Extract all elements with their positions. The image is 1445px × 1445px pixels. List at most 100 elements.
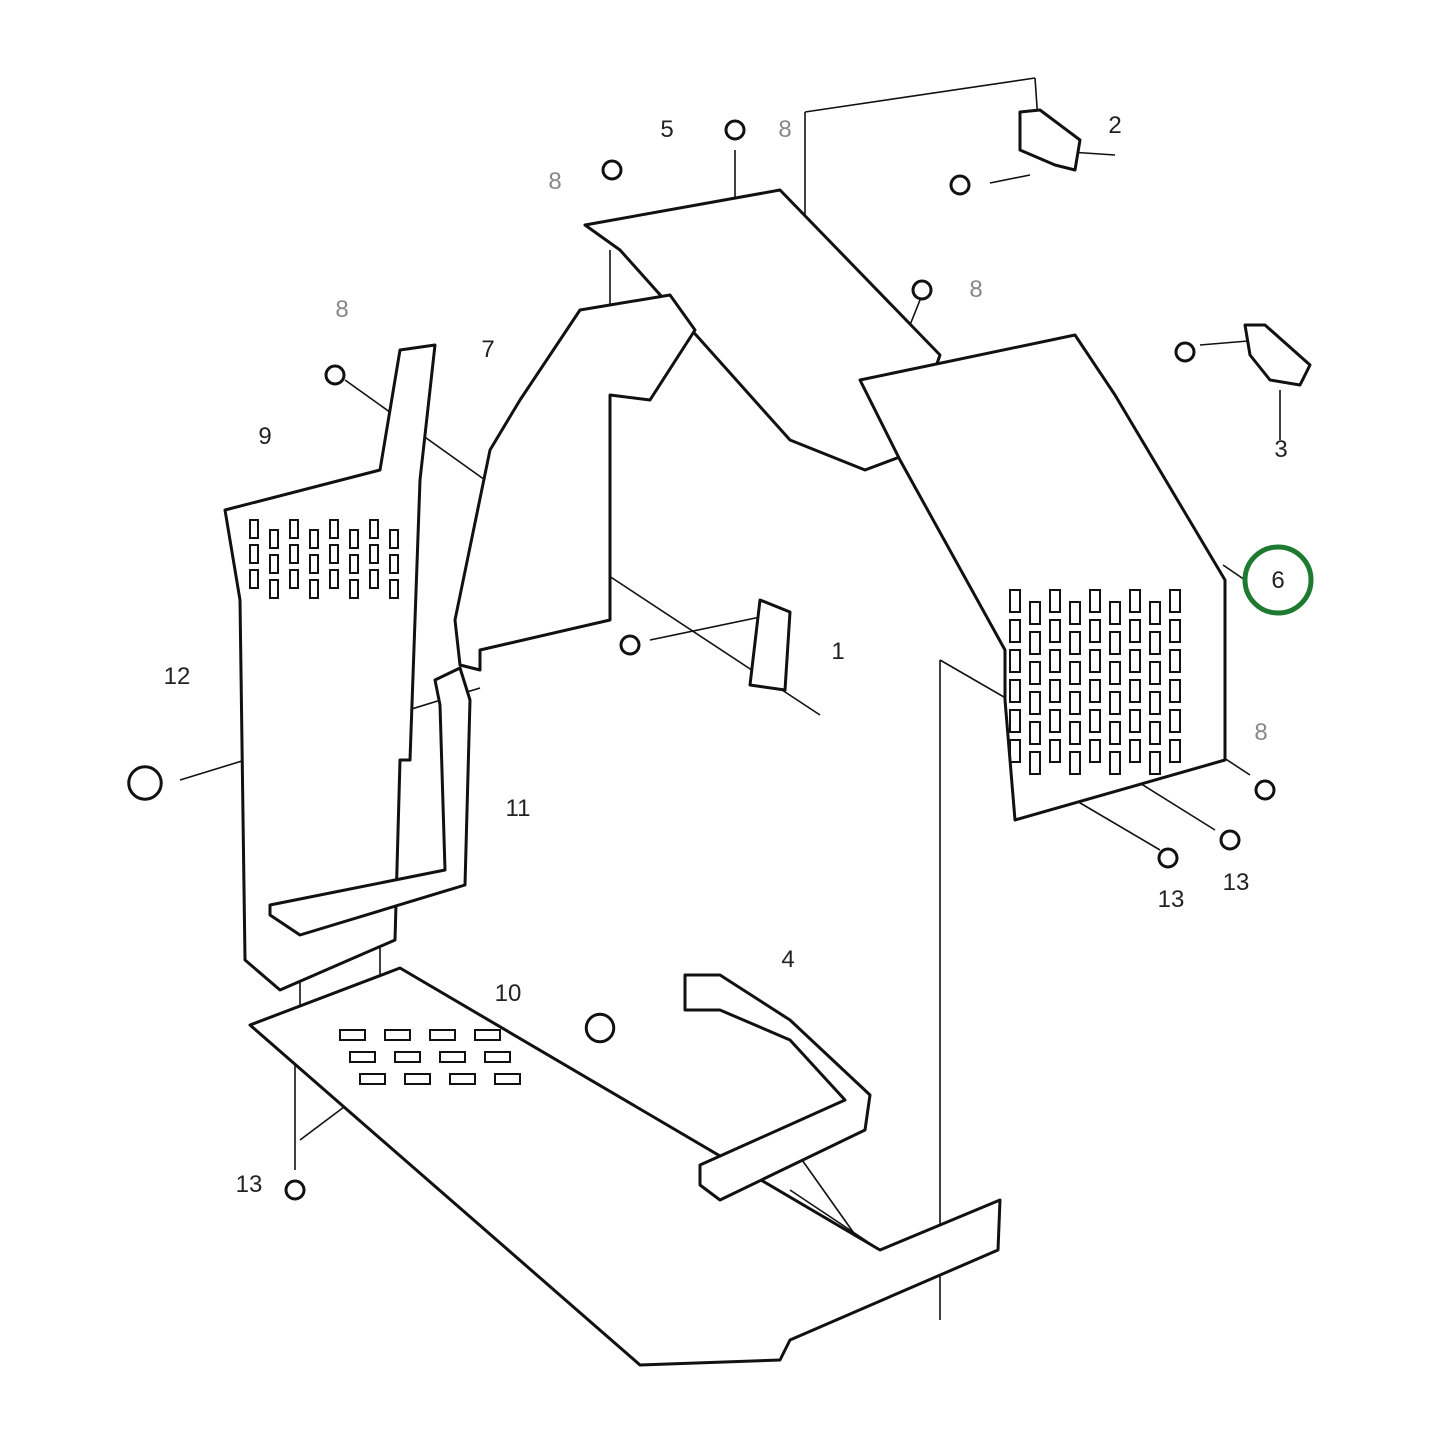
perforation-slot: [389, 579, 399, 599]
perforation-slot: [1129, 619, 1141, 643]
perforation-slot: [1109, 601, 1121, 625]
perforation-slot: [269, 554, 279, 574]
perforation-slot: [269, 529, 279, 549]
perforation-slot: [384, 1029, 411, 1041]
perforation-slot: [1069, 691, 1081, 715]
large-bolt-icon: [584, 1012, 616, 1044]
perforation-slot: [339, 1029, 366, 1041]
perforation-slot: [349, 579, 359, 599]
perforation-slot: [1169, 649, 1181, 673]
perforation-slot: [1049, 589, 1061, 613]
perforation-slot: [1169, 619, 1181, 643]
perforation-slot: [369, 569, 379, 589]
callout-8: 8: [778, 116, 792, 143]
perforation-slot: [1109, 661, 1121, 685]
bolt-icon: [1157, 847, 1179, 869]
perforation-slot: [1149, 601, 1161, 625]
perforation-slot: [1089, 709, 1101, 733]
perforation-slot: [1029, 631, 1041, 655]
perforation-slot: [1069, 631, 1081, 655]
perforation-slot: [1049, 739, 1061, 763]
perforation-slot: [1029, 601, 1041, 625]
large-bolt-icon: [127, 765, 163, 801]
perforation-slot: [249, 569, 259, 589]
perforation-slot: [1029, 691, 1041, 715]
perforation-slot: [1069, 601, 1081, 625]
perforation-slot: [369, 519, 379, 539]
part-5-top-cover: [583, 188, 942, 472]
perforation-slot: [1149, 721, 1161, 745]
perforation-slot: [394, 1051, 421, 1063]
perforation-slot: [1129, 649, 1141, 673]
callout-13: 13: [1222, 869, 1250, 896]
perforation-slot: [1009, 739, 1021, 763]
callout-9: 9: [258, 423, 272, 450]
part-11-bracket: [268, 666, 472, 937]
perforation-slot: [309, 579, 319, 599]
perforation-slot: [329, 544, 339, 564]
bolt-icon: [1254, 779, 1276, 801]
callout-8: 8: [1254, 719, 1268, 746]
perforation-slot: [289, 544, 299, 564]
perforation-slot: [474, 1029, 501, 1041]
perforation-slot: [1149, 751, 1161, 775]
perforation-slot: [1009, 649, 1021, 673]
perforation-slot: [1089, 619, 1101, 643]
perforation-slot: [1109, 751, 1121, 775]
perforation-slot: [289, 519, 299, 539]
perforation-slot: [449, 1073, 476, 1085]
bolt-icon: [911, 279, 933, 301]
perforation-slot: [1049, 679, 1061, 703]
part-2-hinge: [1018, 108, 1082, 172]
callout-13: 13: [1157, 886, 1185, 913]
callout-6: 6: [1271, 567, 1285, 594]
perforation-slot: [1009, 679, 1021, 703]
perforation-slot: [1169, 709, 1181, 733]
perforation-slot: [1049, 619, 1061, 643]
bolt-icon: [284, 1179, 306, 1201]
perforation-slot: [1069, 751, 1081, 775]
callout-5: 5: [660, 116, 674, 143]
perforation-slot: [1169, 679, 1181, 703]
perforation-slot: [1009, 619, 1021, 643]
bolt-icon: [1219, 829, 1241, 851]
callout-7: 7: [481, 336, 495, 363]
callout-11: 11: [505, 795, 531, 822]
perforation-slot: [1029, 751, 1041, 775]
perforation-slot: [404, 1073, 431, 1085]
perforation-slot: [1089, 679, 1101, 703]
callout-8: 8: [969, 276, 983, 303]
perforation-slot: [1129, 589, 1141, 613]
perforation-slot: [1109, 631, 1121, 655]
callout-8: 8: [335, 296, 349, 323]
perforation-slot: [1129, 679, 1141, 703]
part-4-bracket: [683, 973, 872, 1202]
perforation-slot: [429, 1029, 456, 1041]
perforation-slot: [249, 544, 259, 564]
highlight-circle-part-6: [1242, 544, 1314, 616]
bolt-icon: [619, 634, 641, 656]
perforation-slot: [329, 519, 339, 539]
perforation-slot: [1169, 589, 1181, 613]
bolts: [127, 119, 1276, 1201]
perforation-slot: [329, 569, 339, 589]
perforation-slot: [1089, 649, 1101, 673]
part-7-side-panel: [453, 293, 697, 672]
perforation-slot: [484, 1051, 511, 1063]
perforation-slot: [1009, 589, 1021, 613]
perforation-slot: [359, 1073, 386, 1085]
perforation-slot: [389, 554, 399, 574]
perforation-slot: [1029, 721, 1041, 745]
perforation-slot: [1149, 631, 1161, 655]
perforation-slot: [349, 529, 359, 549]
callout-13: 13: [235, 1171, 263, 1198]
callout-3: 3: [1274, 436, 1288, 463]
perforation-slot: [1149, 691, 1161, 715]
perforation-slot: [389, 529, 399, 549]
part-10-base-plate: [248, 966, 1002, 1367]
perforation-slot: [1069, 721, 1081, 745]
perforation-slot: [289, 569, 299, 589]
perforation-slot: [249, 519, 259, 539]
perforation-slot: [1009, 709, 1021, 733]
callout-12: 12: [163, 663, 191, 690]
